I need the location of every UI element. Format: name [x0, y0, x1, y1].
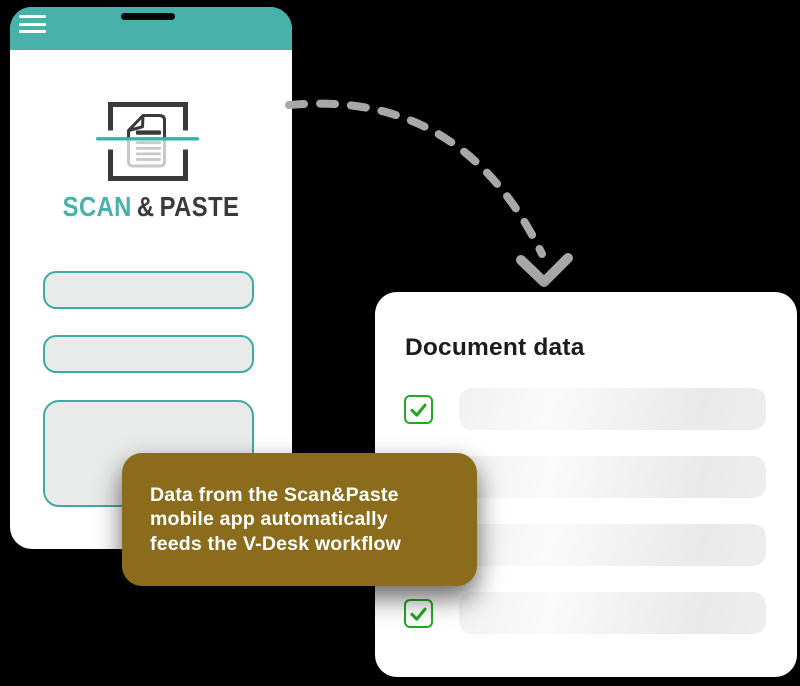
checkmark-icon — [410, 403, 427, 417]
brand-wordmark: SCAN&PASTE — [31, 191, 271, 223]
data-placeholder-bar — [459, 456, 766, 498]
tooltip-line-3: feeds the V-Desk workflow — [150, 532, 401, 555]
document-rows — [404, 388, 766, 634]
document-row-1 — [404, 388, 766, 430]
data-placeholder-bar — [459, 524, 766, 566]
speaker-notch — [121, 13, 175, 20]
brand-scan: SCAN — [62, 191, 132, 222]
input-field-2[interactable] — [43, 335, 254, 373]
checkmark-icon — [410, 607, 427, 621]
tooltip-line-1: Data from the Scan&Paste — [150, 483, 399, 506]
data-placeholder-bar — [459, 388, 766, 430]
app-header-bar — [10, 7, 292, 50]
checkbox-checked-icon[interactable] — [404, 394, 433, 424]
tooltip-line-2: mobile app automatically — [150, 508, 388, 531]
input-field-1[interactable] — [43, 271, 254, 309]
brand-paste: PASTE — [159, 191, 240, 222]
brand-ampersand: & — [136, 191, 155, 222]
scan-document-icon — [96, 102, 199, 181]
checkbox-checked-icon[interactable] — [404, 598, 433, 628]
data-placeholder-bar — [459, 592, 766, 634]
hamburger-menu-icon[interactable] — [19, 15, 47, 35]
panel-title: Document data — [405, 334, 585, 361]
document-row-4 — [404, 592, 766, 634]
arrowhead-chevron-icon — [516, 253, 573, 287]
callout-tooltip: Data from the Scan&Paste mobile app auto… — [122, 453, 477, 586]
arrow-curve — [285, 99, 546, 258]
scan-line — [96, 137, 199, 141]
